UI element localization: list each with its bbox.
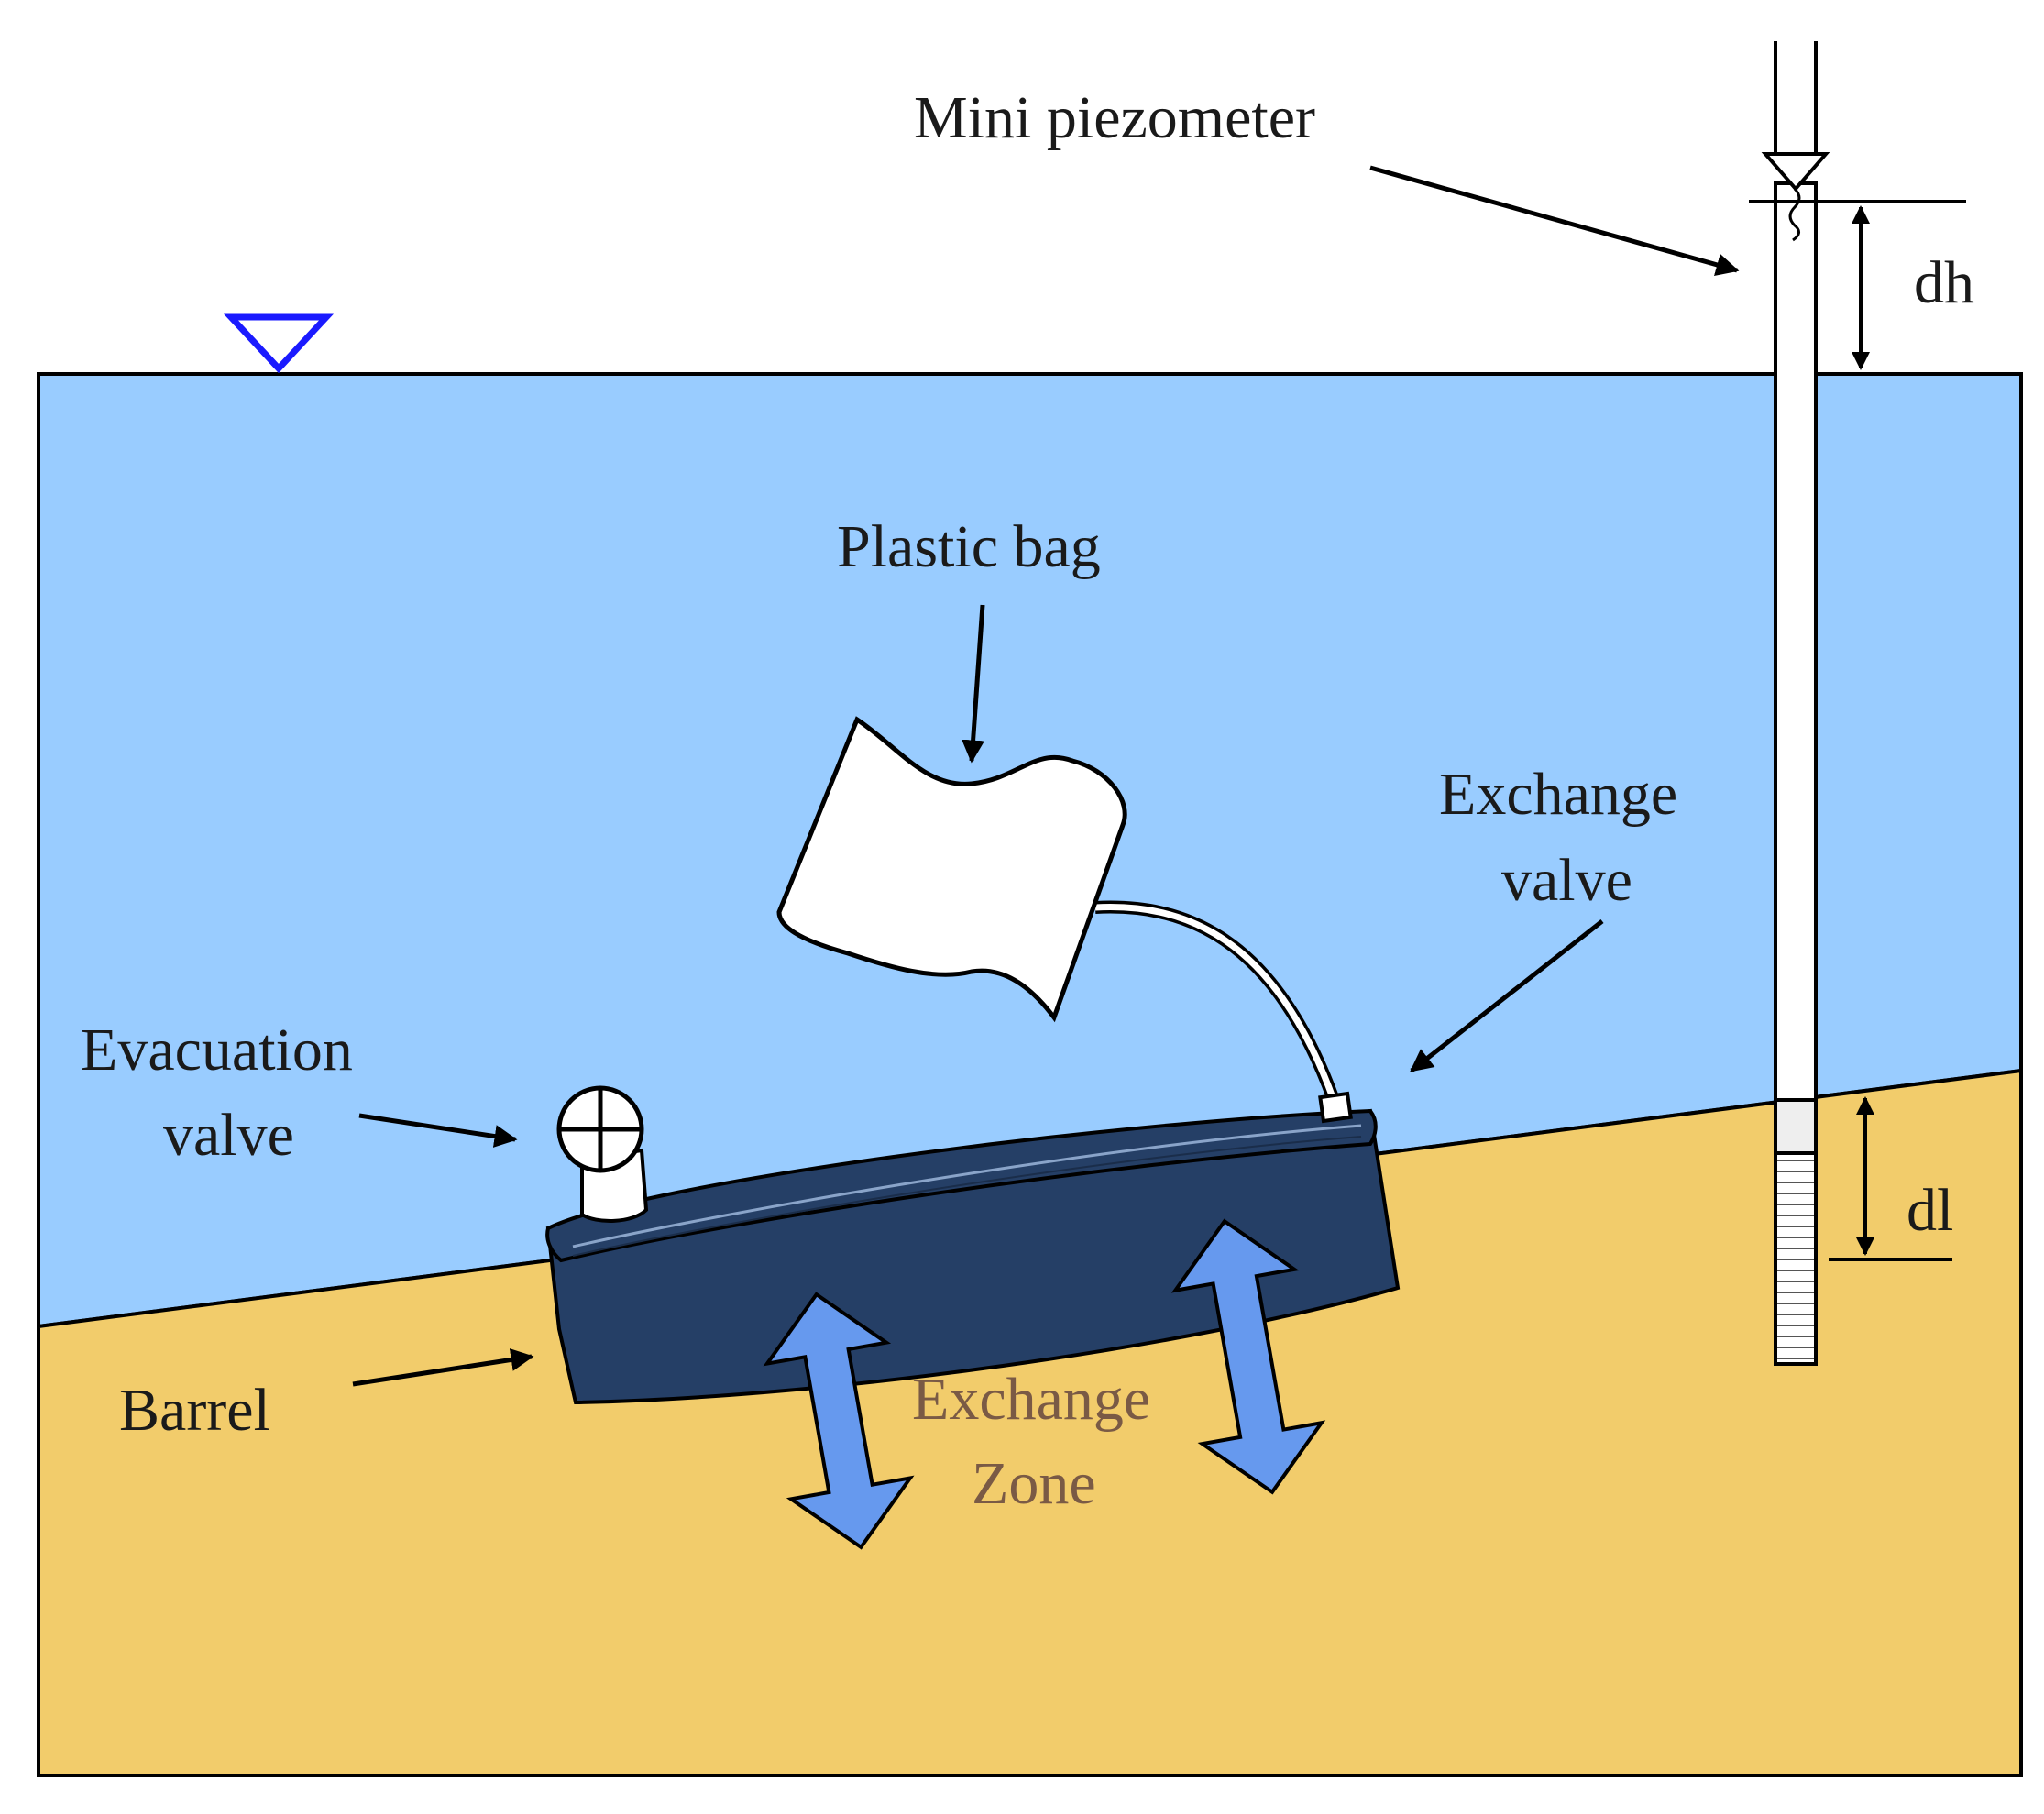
label-dl: dl [1907,1177,1953,1244]
mini-piezometer-pointer [1369,165,1740,276]
label-evacuation-valve-line1: Evacuation [81,1017,353,1083]
label-exchange-zone-line2: Zone [972,1450,1096,1517]
plastic-bag-pointer [962,604,985,764]
flow-arrow-right-icon [1170,1218,1326,1495]
label-dh: dh [1914,249,1974,316]
exchange-valve-pointer [1410,919,1604,1072]
label-exchange-zone-line1: Exchange [912,1366,1150,1433]
piezometer-screen [1774,1151,1818,1366]
label-barrel: Barrel [119,1377,270,1444]
barrel [545,1108,1401,1405]
label-evacuation-valve-line2: valve [163,1102,294,1169]
label-plastic-bag: Plastic bag [837,513,1101,580]
evacuation-valve [556,1085,649,1223]
piezometer-level-marker-icon [1761,152,1830,192]
barrel-pointer [352,1348,534,1387]
water-level-marker-icon [223,313,335,374]
mini-piezometer [1749,41,1966,1366]
exchange-valve [1318,1091,1353,1124]
evacuation-valve-pointer [358,1113,518,1148]
flow-arrow-left-icon [763,1292,915,1550]
label-mini-piezometer: Mini piezometer [914,84,1315,151]
plastic-bag [776,716,1127,1023]
label-exchange-valve-line2: valve [1501,847,1632,914]
label-exchange-valve-line1: Exchange [1439,761,1677,828]
